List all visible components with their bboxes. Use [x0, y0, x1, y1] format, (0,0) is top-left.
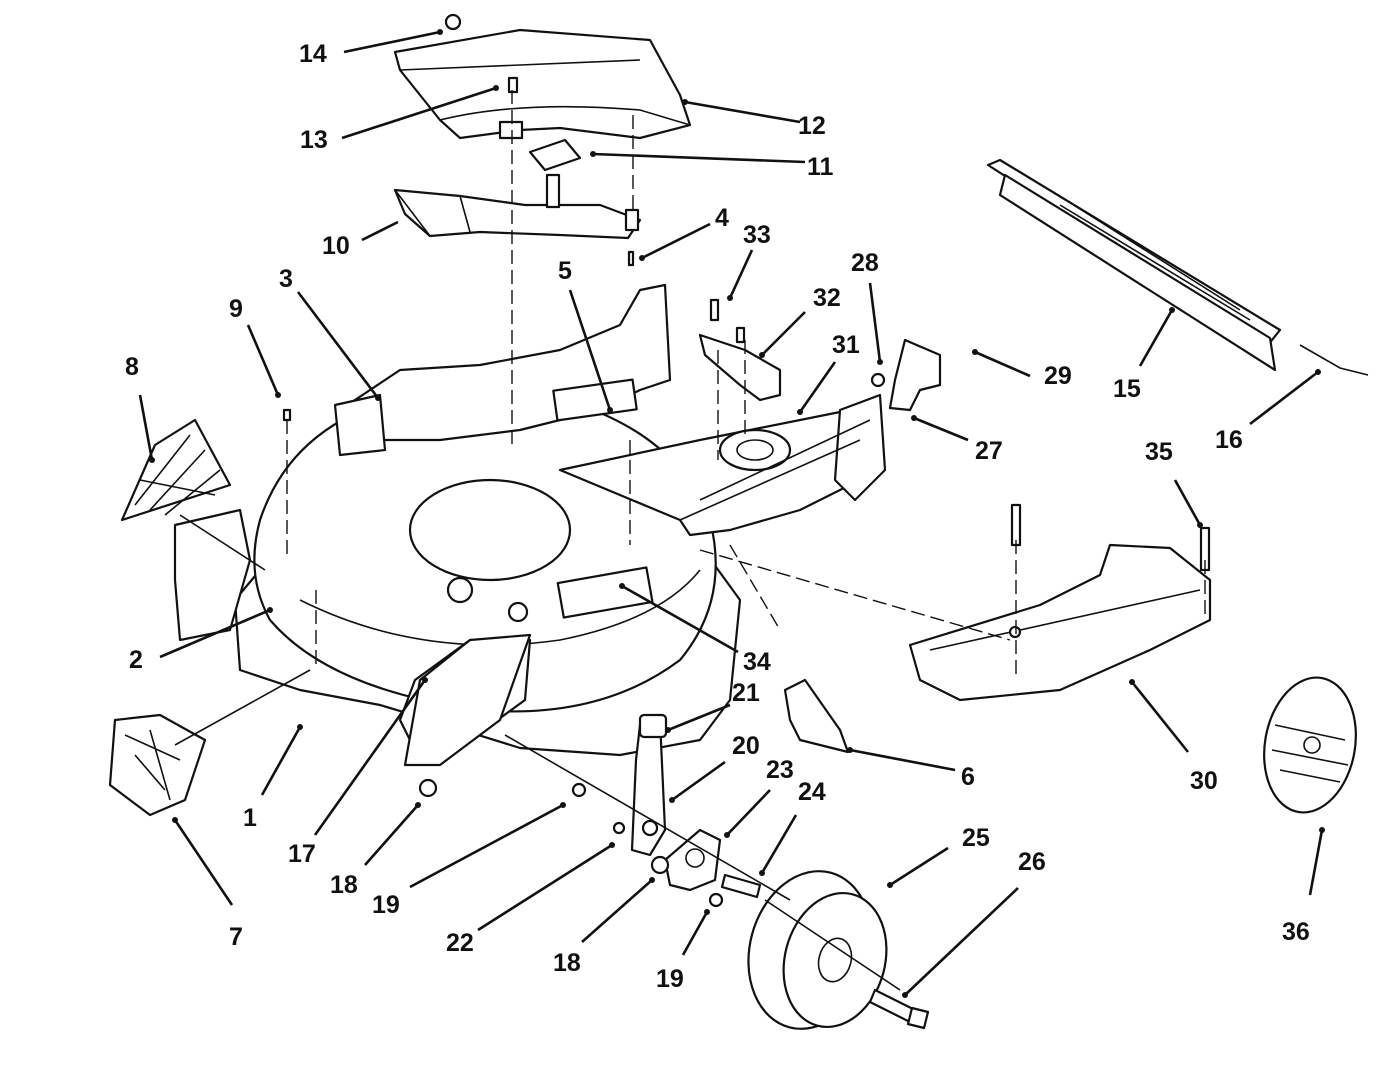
callout-18-right: 18	[553, 949, 581, 977]
callout-23: 23	[766, 756, 794, 784]
callout-16: 16	[1215, 426, 1243, 454]
part-24-bolt	[720, 873, 762, 899]
callout-32: 32	[813, 284, 841, 312]
callout-27: 27	[975, 437, 1003, 465]
part-30-rear-skirt	[908, 543, 1212, 702]
callout-9: 9	[229, 295, 243, 323]
callout-3: 3	[279, 265, 293, 293]
hardware-fasteners	[282, 13, 1211, 908]
callout-labels: 14 13 12 11 10 4 33 32 28 31 29 27 15 16…	[125, 40, 1310, 993]
callout-19-right: 19	[656, 965, 684, 993]
callout-33: 33	[743, 221, 771, 249]
callout-1: 1	[243, 804, 257, 832]
callout-4: 4	[715, 204, 729, 232]
callout-10: 10	[322, 232, 350, 260]
callout-36: 36	[1282, 918, 1310, 946]
part-32-bracket	[698, 333, 782, 402]
callout-15: 15	[1113, 375, 1141, 403]
leader-lines	[138, 29, 1325, 998]
callout-19-left: 19	[372, 891, 400, 919]
part-27-bracket	[888, 338, 942, 412]
callout-24: 24	[798, 778, 826, 806]
callout-20: 20	[732, 732, 760, 760]
callout-31: 31	[832, 331, 860, 359]
part-36-hubcap	[1263, 676, 1357, 814]
part-20-height-arm	[630, 713, 668, 857]
part-16-rod	[1299, 344, 1369, 376]
callout-30: 30	[1190, 767, 1218, 795]
callout-17: 17	[288, 840, 316, 868]
callout-21: 21	[732, 679, 760, 707]
part-6-bracket	[783, 678, 850, 754]
assembly-alignment-lines	[174, 90, 1206, 991]
callout-22: 22	[446, 929, 474, 957]
callout-8: 8	[125, 353, 139, 381]
part-10-bracket	[393, 173, 642, 240]
callout-6: 6	[961, 763, 975, 791]
part-15-handle-tube	[986, 158, 1282, 372]
callout-11: 11	[807, 153, 834, 181]
part-11-label	[528, 138, 582, 172]
callout-18-left: 18	[330, 871, 358, 899]
part-7-front-flap	[108, 713, 207, 817]
callout-14: 14	[299, 40, 327, 68]
callout-5: 5	[558, 257, 572, 285]
callout-12: 12	[798, 112, 826, 140]
part-drive-frame	[558, 393, 887, 537]
callout-25: 25	[962, 824, 990, 852]
callout-7: 7	[229, 923, 243, 951]
callout-28: 28	[851, 249, 879, 277]
part-26-bolt	[868, 988, 930, 1030]
part-8-filter	[120, 418, 232, 522]
callout-2: 2	[129, 646, 143, 674]
part-23-wheel-bracket	[663, 828, 722, 892]
callout-26: 26	[1018, 848, 1046, 876]
callout-13: 13	[300, 126, 328, 154]
part-5-upper-shroud	[333, 283, 672, 457]
callout-29: 29	[1044, 362, 1072, 390]
part-17-guard	[403, 633, 532, 767]
part-25-wheel	[747, 870, 888, 1030]
callout-35: 35	[1145, 438, 1173, 466]
part-12-rear-cover	[393, 28, 692, 140]
callout-34: 34	[743, 648, 771, 676]
